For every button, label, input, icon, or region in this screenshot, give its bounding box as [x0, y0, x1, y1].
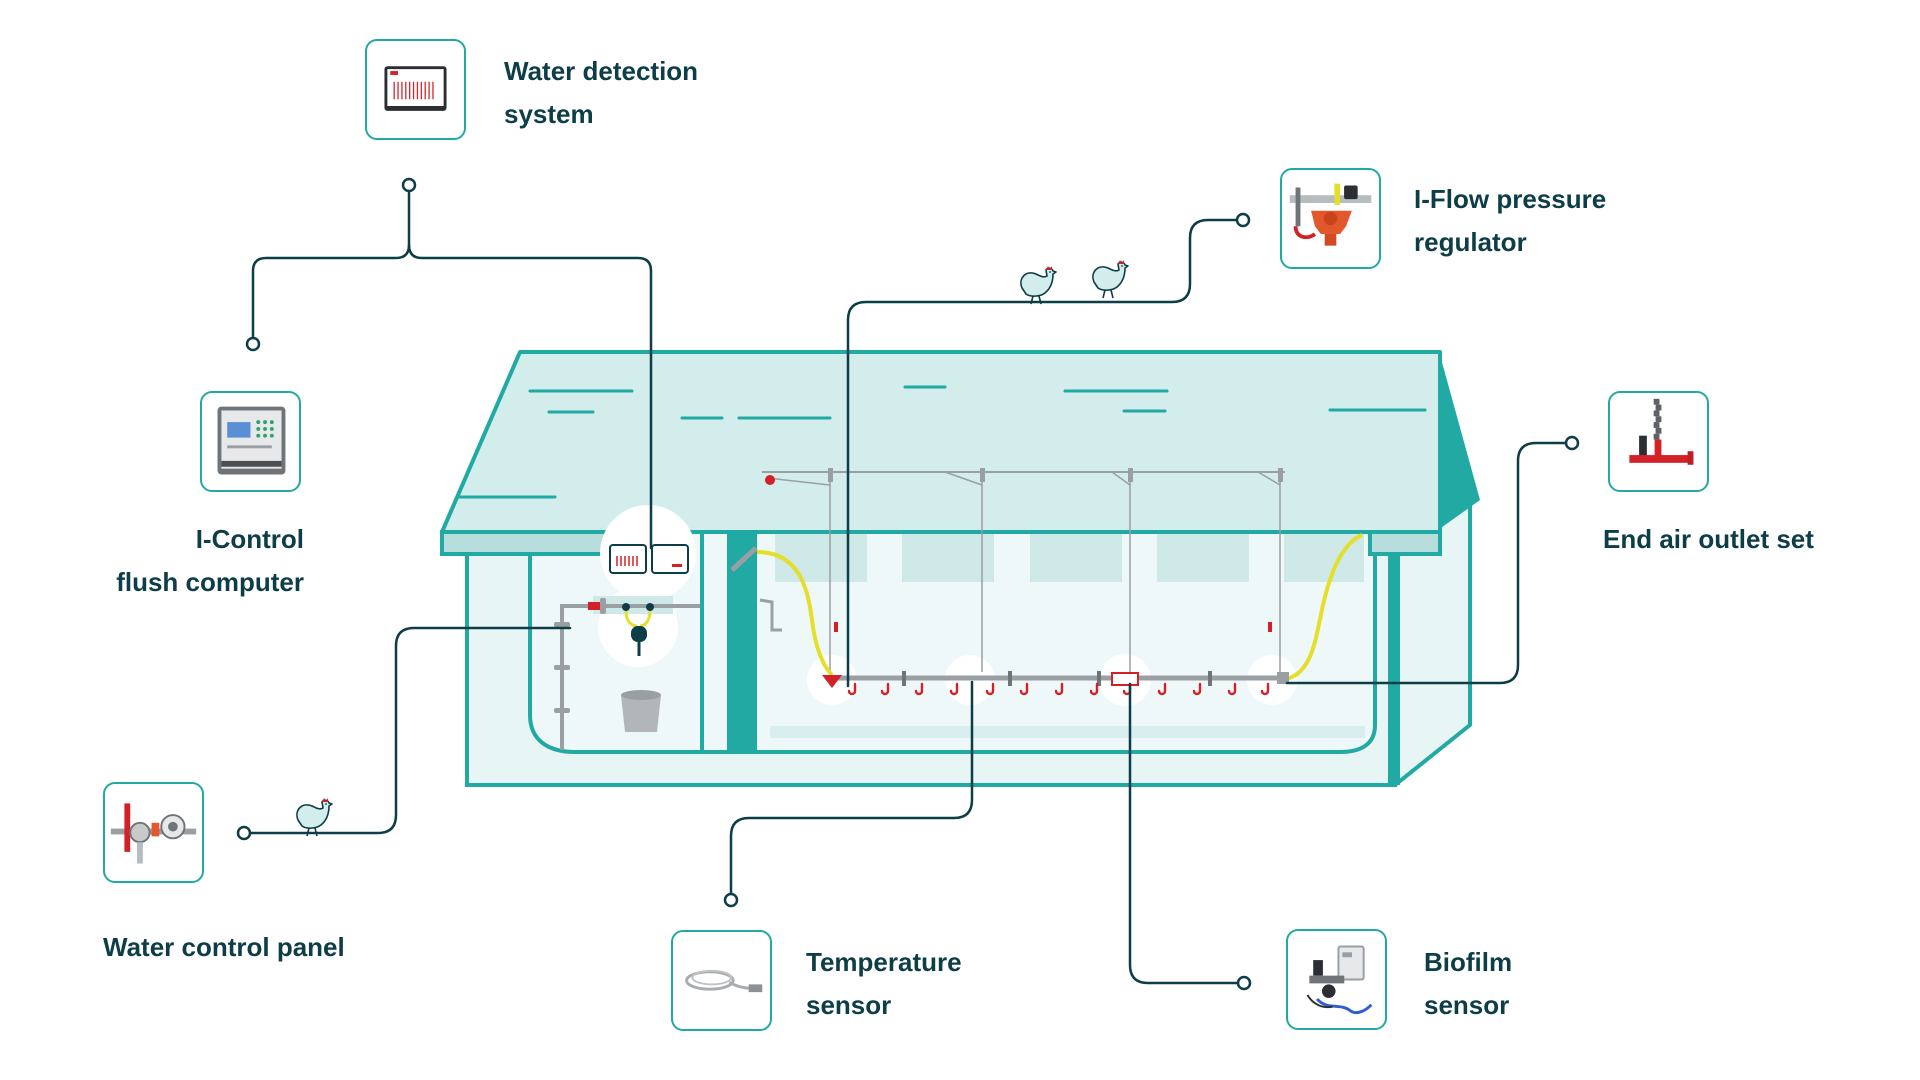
water-control-panel-card[interactable] — [103, 782, 204, 883]
temperature-sensor-icon — [685, 969, 763, 993]
label-line: sensor — [1424, 990, 1510, 1020]
chicken-icon — [1020, 265, 1057, 305]
control-room-equipment — [554, 505, 700, 750]
water-detection-endpoint — [401, 177, 417, 193]
end-air-outlet-set-card[interactable] — [1608, 391, 1709, 492]
label-line: End air outlet set — [1603, 524, 1814, 554]
house-partition — [727, 468, 757, 750]
label-line: sensor — [806, 990, 892, 1020]
water-panel-endpoint — [236, 825, 252, 841]
i-flow-pressure-regulator-card[interactable] — [1280, 168, 1381, 269]
temperature-sensor-label: Temperature sensor — [806, 941, 962, 1027]
i-control-flush-computer-card[interactable] — [200, 391, 301, 492]
water-control-panel-icon — [110, 803, 197, 864]
air-outlet-icon — [1629, 398, 1694, 465]
house-roof — [440, 350, 1442, 534]
connector-endpoints — [236, 177, 1580, 991]
temperature-sensor-card[interactable] — [671, 930, 772, 1031]
chicken-icon — [296, 797, 333, 837]
biofilm-endpoint — [1236, 975, 1252, 991]
label-line: Biofilm — [1424, 947, 1513, 977]
biofilm-sensor-label: Biofilm sensor — [1424, 941, 1512, 1027]
i-control-endpoint — [245, 336, 261, 352]
pressure-regulator-icon — [1289, 183, 1372, 246]
end-air-outlet-set-label: End air outlet set — [1603, 518, 1814, 561]
i-control-flush-computer-label: I-Control flush computer — [60, 518, 304, 604]
i-flow-pressure-regulator-label: I-Flow pressure regulator — [1414, 178, 1606, 264]
label-line: I-Flow pressure — [1414, 184, 1607, 214]
water-detection-system-label: Water detection system — [504, 50, 698, 136]
water-control-panel-label: Water control panel — [103, 926, 345, 969]
label-line: Temperature — [806, 947, 962, 977]
biofilm-sensor-card[interactable] — [1286, 929, 1387, 1030]
chicken-icon — [1092, 259, 1129, 299]
i-flow-endpoint — [1235, 212, 1251, 228]
poultry-house — [440, 350, 1480, 787]
biofilm-sensor-icon — [1306, 945, 1373, 1015]
label-line: I-Control — [195, 524, 304, 554]
water-detection-screen-icon — [384, 66, 447, 111]
label-line: system — [504, 99, 594, 129]
label-line: regulator — [1414, 227, 1527, 257]
label-line: flush computer — [116, 567, 304, 597]
connector-lines — [242, 189, 1568, 985]
label-line: Water detection — [504, 56, 699, 86]
control-computer-icon — [217, 406, 286, 475]
label-line: Water control panel — [103, 932, 345, 962]
temperature-endpoint — [723, 892, 739, 908]
water-detection-system-card[interactable] — [365, 39, 466, 140]
end-air-endpoint — [1564, 435, 1580, 451]
drinking-line — [730, 468, 1363, 706]
